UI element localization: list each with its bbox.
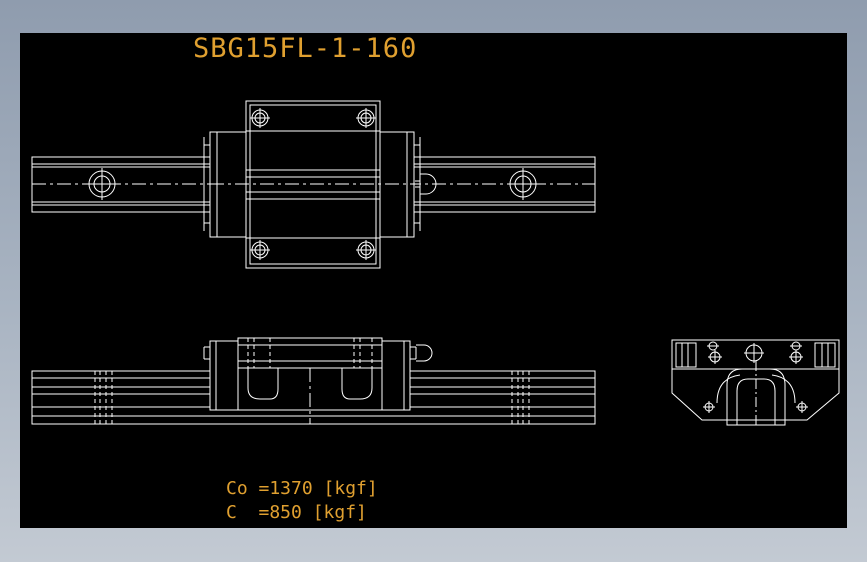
rail-hole-left — [86, 168, 118, 200]
end-view-rail-profile — [726, 368, 786, 426]
block-hole-tr — [356, 108, 376, 128]
side-view-end-cap-left — [203, 340, 239, 411]
side-view — [31, 337, 596, 425]
side-view-end-cap-right — [381, 340, 417, 411]
top-view-block — [210, 100, 420, 269]
top-view — [31, 100, 596, 269]
end-view-hole-br — [796, 401, 808, 413]
block-hole-bl — [250, 240, 270, 260]
end-view-hole-top — [744, 343, 764, 363]
end-view-hole-l2 — [708, 350, 722, 364]
end-view-hole-bl — [703, 401, 715, 413]
grease-nipple-top — [420, 173, 437, 195]
block-hole-br — [356, 240, 376, 260]
spec-static-load: Co =1370 [kgf] — [226, 478, 378, 499]
block-hole-tl — [250, 108, 270, 128]
end-view-hole-r2 — [789, 350, 803, 364]
side-view-block — [237, 337, 383, 424]
end-view-hole-r1 — [790, 341, 802, 351]
end-view — [671, 339, 840, 426]
linear-guide-drawing — [31, 100, 840, 426]
rail-hole-right — [507, 168, 539, 200]
grease-nipple-side — [416, 344, 433, 362]
end-view-hole-l1 — [707, 341, 719, 351]
cad-drawing-canvas[interactable]: SBG15FL-1-160 — [20, 33, 847, 528]
drawing-title: SBG15FL-1-160 — [193, 33, 418, 64]
spec-dynamic-load: C =850 [kgf] — [226, 502, 367, 523]
end-view-block-outline — [671, 339, 840, 421]
